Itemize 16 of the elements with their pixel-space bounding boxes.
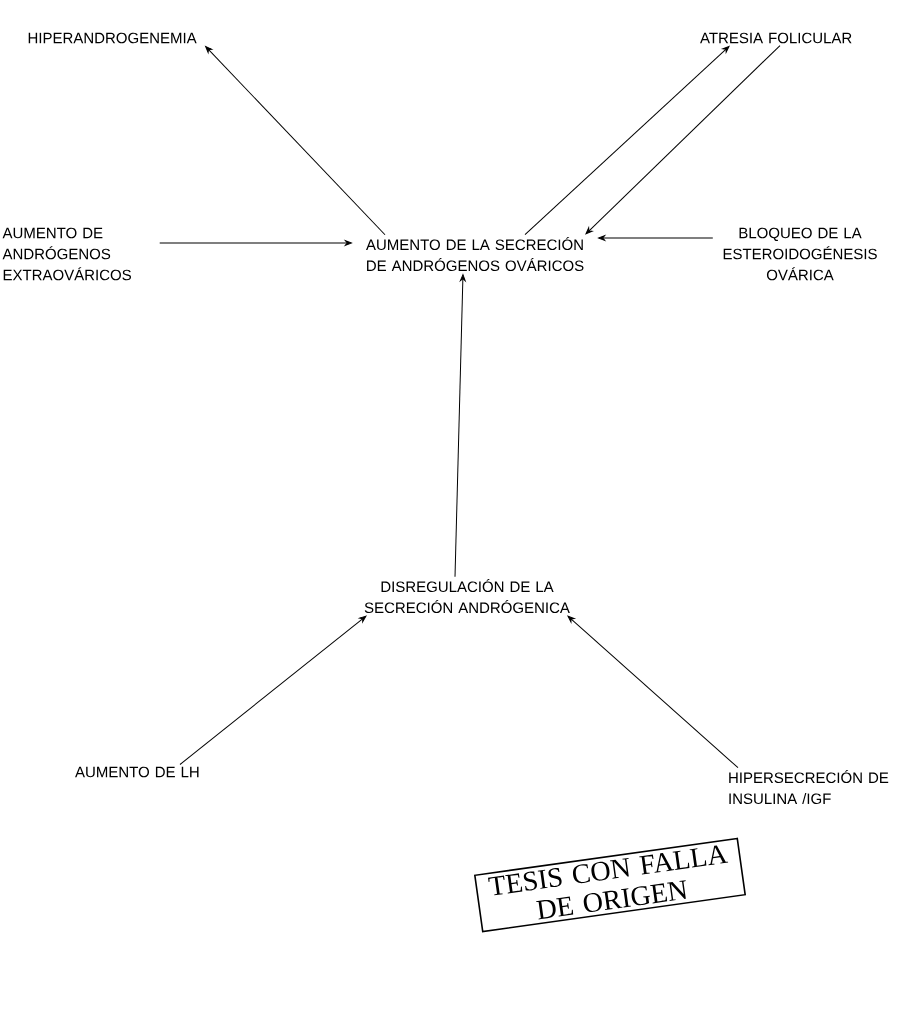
- concept-label: AUMENTO DE LA SECRECIÓN DE ANDRÓGENOS OVÁRICOS: [366, 236, 584, 272]
- arrow: [159, 240, 352, 246]
- arrow: [179, 615, 367, 765]
- concept-label: AUMENTO DE ANDRÓGENOS EXTRAOVÁRICOS: [2, 227, 131, 281]
- concept-label: BLOQUEO DE LA ESTEROIDOGÉNESIS OVÁRICA: [723, 227, 877, 281]
- arrow: [454, 274, 466, 578]
- concept-label: ATRESIA FOLICULAR: [700, 32, 852, 44]
- arrow: [585, 45, 781, 235]
- arrow: [567, 615, 739, 769]
- concept-label: DISREGULACIÓN DE LA SECRECIÓN ANDRÓGENICA: [364, 578, 570, 614]
- arrow: [598, 235, 714, 241]
- concept-label: HIPERSECRECIÓN DE INSULINA /IGF: [729, 769, 889, 805]
- arrow: [524, 45, 730, 236]
- arrow: [205, 46, 386, 236]
- concept-label: HIPERANDROGENEMIA: [28, 32, 197, 44]
- concept-label: AUMENTO DE LH: [75, 766, 199, 778]
